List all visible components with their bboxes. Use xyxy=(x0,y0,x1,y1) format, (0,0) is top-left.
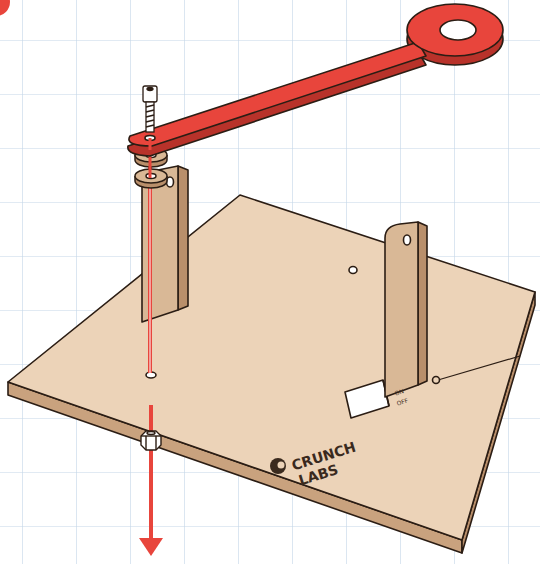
upright-post xyxy=(385,222,427,397)
hex-nut xyxy=(141,431,161,450)
alignment-line xyxy=(150,104,151,373)
alignment-line xyxy=(149,138,152,150)
step-badge xyxy=(0,0,10,16)
base-plate xyxy=(8,195,535,553)
alignment-line xyxy=(148,104,152,373)
logo-mark xyxy=(270,458,286,474)
direction-arrow xyxy=(139,538,163,556)
direction-arrow xyxy=(149,405,153,540)
lever-arm xyxy=(128,4,503,156)
bolt xyxy=(143,86,157,132)
